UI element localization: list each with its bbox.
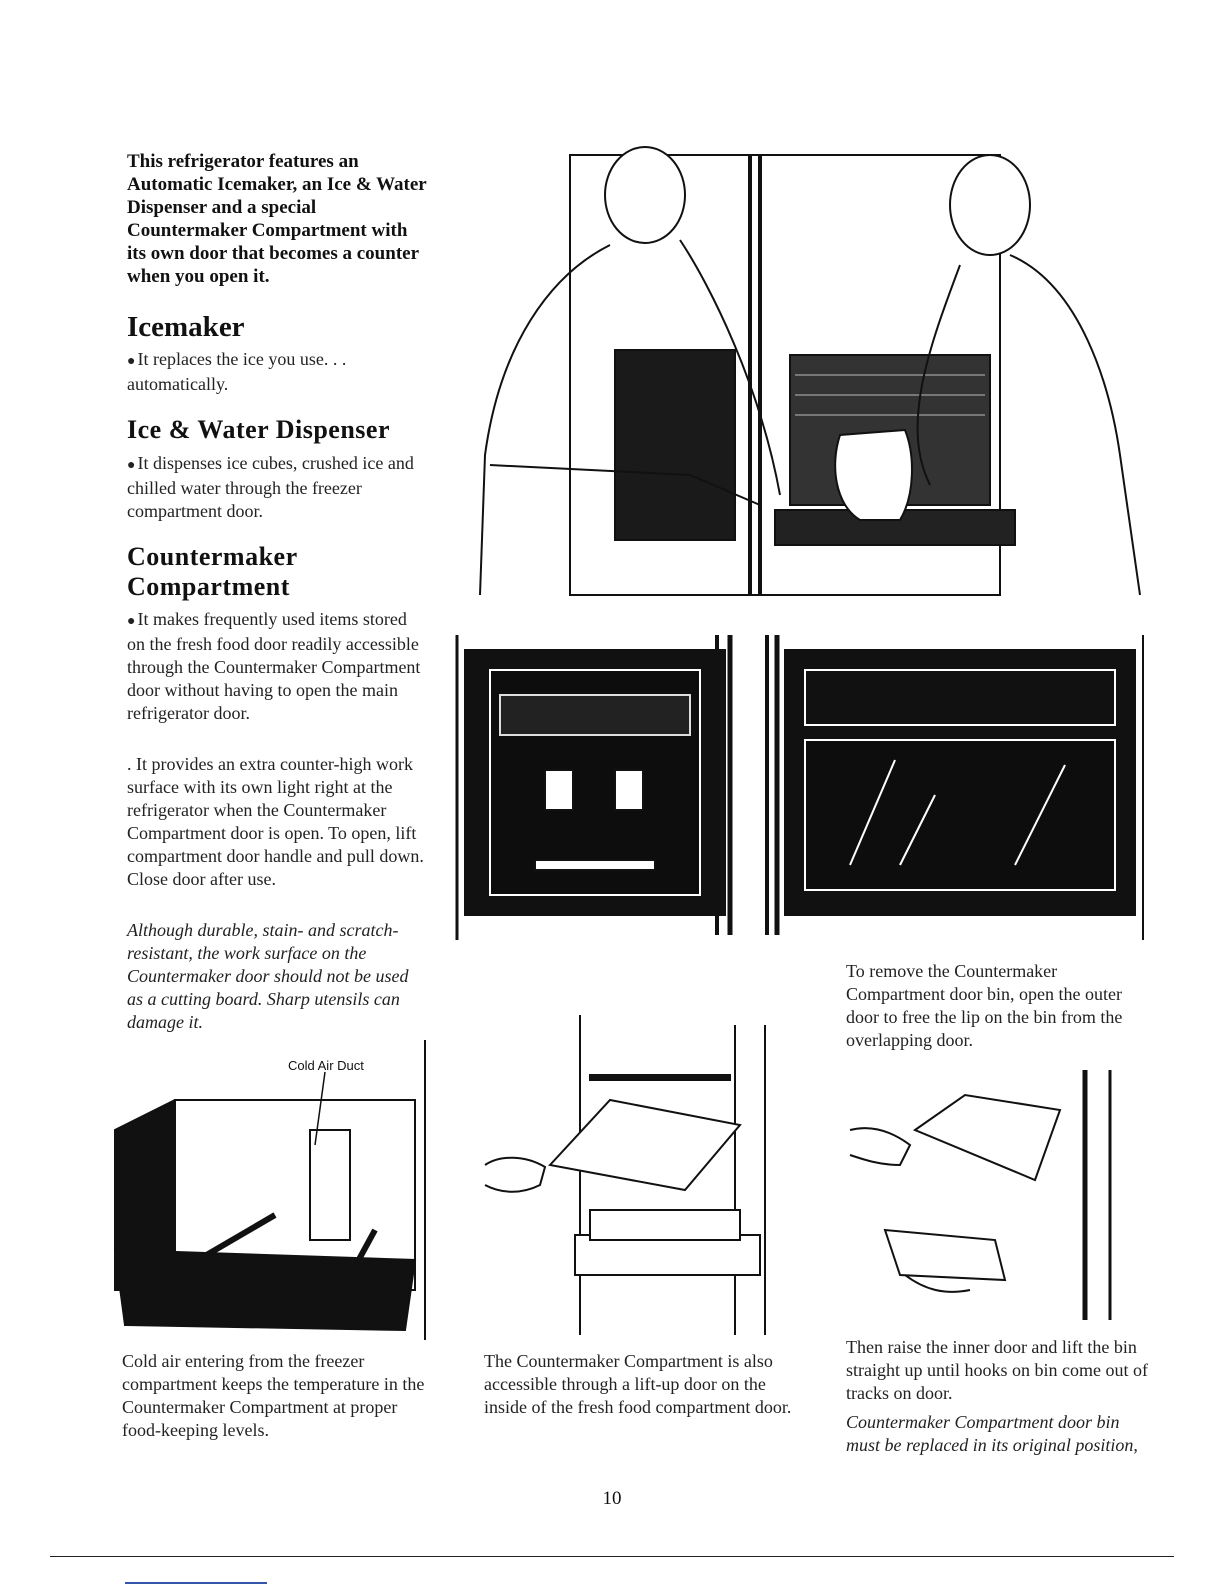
illustration-remove-bin — [849, 1070, 1112, 1320]
footer-link-bar — [125, 1582, 267, 1584]
intro-paragraph: This refrigerator features an Automatic … — [127, 151, 427, 287]
label-cold-air-duct: Cold Air Duct — [288, 1058, 364, 1073]
icemaker-bullet: ●It replaces the ice you use. . . automa… — [127, 349, 347, 394]
heading-countermaker: Countermaker Compartment — [127, 542, 298, 601]
heading-icemaker: Icemaker — [127, 311, 245, 343]
caption-lift-up-door: The Countermaker Compartment is also acc… — [484, 1351, 792, 1417]
illustration-cold-air-duct: Cold Air Duct — [113, 1040, 426, 1340]
caption-raise-inner-door: Then raise the inner door and lift the b… — [846, 1337, 1148, 1403]
caption-cold-air: Cold air entering from the freezer compa… — [122, 1351, 425, 1440]
countermaker-bullet-1: ●It makes frequently used items stored o… — [127, 609, 421, 723]
caption-bin-note: Countermaker Compartment door bin must b… — [846, 1412, 1138, 1455]
countermaker-bullet-2: . It provides an extra counter-high work… — [127, 754, 424, 889]
bullet-icon: ● — [127, 354, 136, 369]
footer-rule — [50, 1556, 1174, 1557]
illustration-couple-at-refrigerator — [479, 146, 1141, 596]
caption-remove-bin: To remove the Countermaker Compartment d… — [846, 961, 1123, 1050]
countermaker-caution: Although durable, stain- and scratch-res… — [127, 920, 409, 1032]
illustration-lift-up-door — [484, 1015, 766, 1335]
bullet-icon: ● — [127, 458, 136, 473]
illustration-dispenser-and-countermaker-doors — [455, 635, 1144, 940]
dispenser-bullet: ●It dispenses ice cubes, crushed ice and… — [127, 453, 414, 521]
heading-dispenser: Ice & Water Dispenser — [127, 415, 390, 444]
bullet-icon: ● — [127, 614, 136, 629]
page-number: 10 — [602, 1488, 622, 1509]
